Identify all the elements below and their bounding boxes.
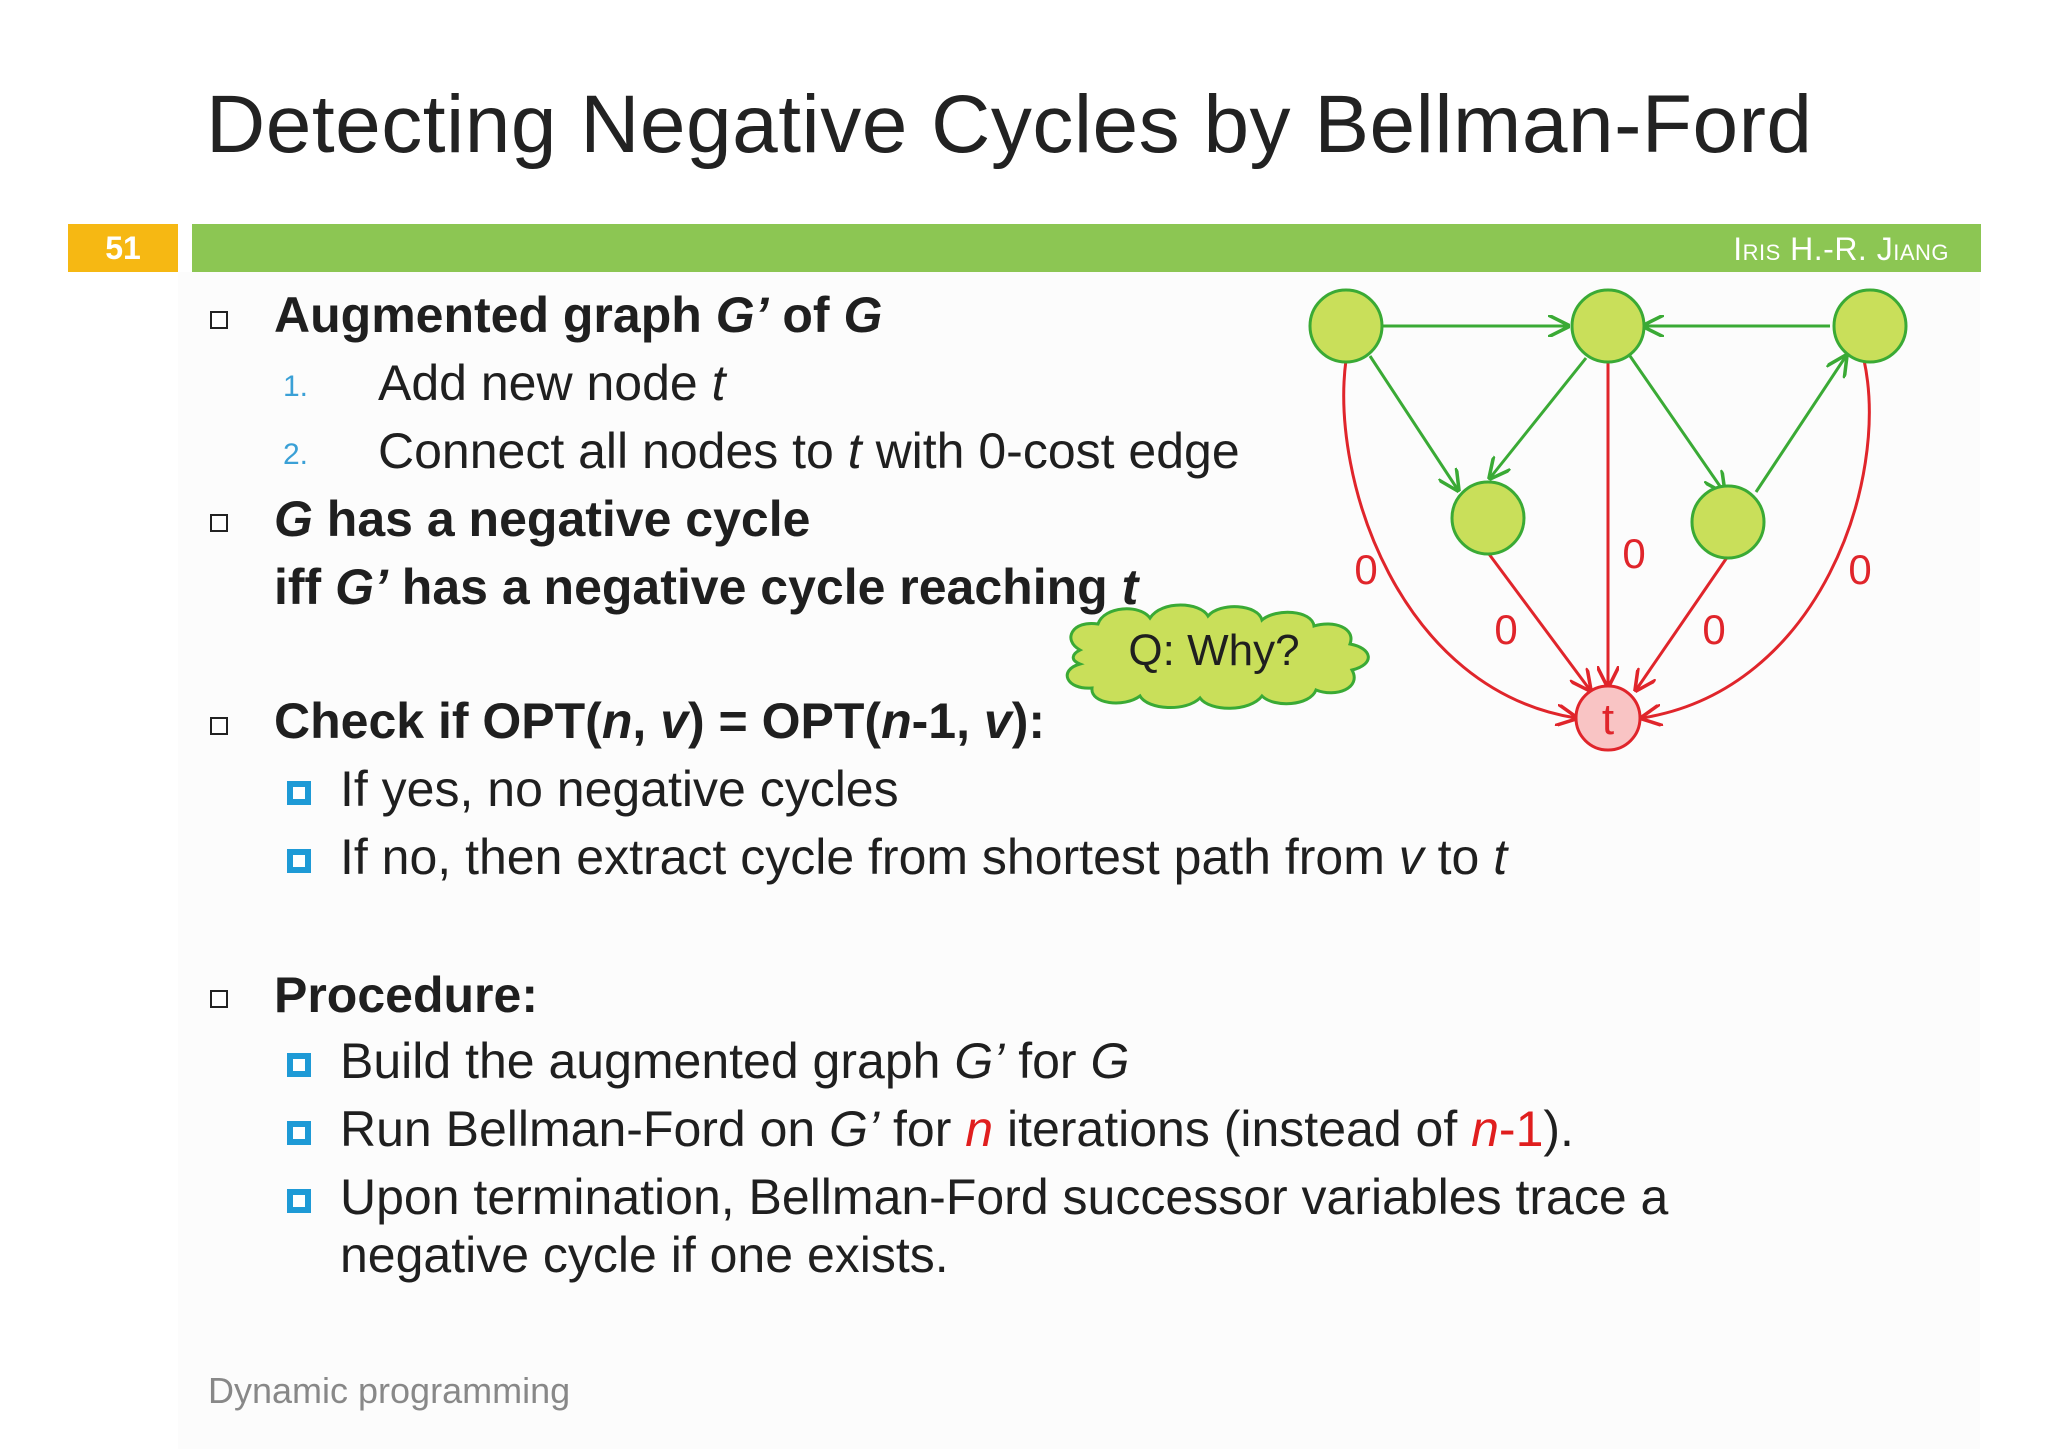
list-number: 2. — [283, 438, 309, 471]
slide-footer: Dynamic programming — [208, 1370, 571, 1411]
callout-cloud: Q: Why? — [1065, 603, 1370, 710]
list-item-add-node: Add new node t — [378, 355, 726, 411]
sub-item-if-yes: If yes, no negative cycles — [340, 761, 899, 817]
edge-label: 0 — [1354, 546, 1377, 593]
cloud-shape — [1065, 603, 1370, 710]
slide-title: Detecting Negative Cycles by Bellman-For… — [206, 79, 1813, 170]
list-item-connect-nodes: Connect all nodes to t with 0-cost edge — [378, 423, 1240, 479]
bullet-negative-cycle-iff: iff G’ has a negative cycle reaching t — [274, 559, 1139, 615]
sub-item-upon-termination-cont: negative cycle if one exists. — [340, 1227, 949, 1283]
edge-label: 0 — [1848, 546, 1871, 593]
edge-c-t — [1642, 359, 1871, 718]
blue-square-bullet-icon — [287, 1121, 311, 1145]
bullet-check-opt: Check if OPT(n, v) = OPT(n-1, v): — [274, 693, 1045, 749]
sub-item-upon-termination: Upon termination, Bellman-Ford successor… — [340, 1169, 1669, 1225]
edge-e-t — [1636, 555, 1730, 690]
graph-node — [1832, 288, 1908, 364]
bullet-augmented-graph: Augmented graph G’ of G — [274, 287, 883, 343]
edge-d-t — [1484, 549, 1590, 690]
edge-label: 0 — [1702, 606, 1725, 653]
graph-node — [1570, 288, 1646, 364]
bullet-negative-cycle: G has a negative cycle — [274, 491, 811, 547]
edge-a-t — [1342, 359, 1576, 718]
graph-node — [1450, 480, 1526, 556]
sink-node-label: t — [1602, 695, 1614, 744]
author-name: Iris H.-R. Jiang — [1733, 231, 1949, 267]
slide-number: 51 — [68, 224, 178, 272]
blue-square-bullet-icon — [287, 849, 311, 873]
sink-node-t — [1574, 684, 1642, 752]
edge-label: 0 — [1494, 606, 1517, 653]
square-bullet-icon — [210, 311, 228, 329]
blue-square-bullet-icon — [287, 1189, 311, 1213]
list-number: 1. — [283, 370, 309, 403]
sub-item-run-bellman-ford: Run Bellman-Ford on G’ for n iterations … — [340, 1101, 1574, 1157]
square-bullet-icon — [210, 717, 228, 735]
square-bullet-icon — [210, 990, 228, 1008]
blue-square-bullet-icon — [287, 1053, 311, 1077]
edge-b-e — [1628, 355, 1724, 492]
blue-square-bullet-icon — [287, 781, 311, 805]
sub-item-build-graph: Build the augmented graph G’ for G — [340, 1033, 1130, 1089]
edge-b-d — [1490, 357, 1588, 478]
sub-item-if-no: If no, then extract cycle from shortest … — [340, 829, 1508, 885]
callout-text: Q: Why? — [1128, 626, 1299, 675]
graph-node — [1308, 288, 1384, 364]
bullet-procedure: Procedure: — [274, 967, 538, 1023]
edge-label: 0 — [1622, 530, 1645, 577]
edge-a-d — [1368, 355, 1458, 490]
header-bar: Iris H.-R. Jiang — [192, 224, 1981, 272]
graph-node — [1690, 484, 1766, 560]
content-background — [178, 272, 1980, 1449]
square-bullet-icon — [210, 514, 228, 532]
edge-e-c — [1754, 356, 1846, 493]
